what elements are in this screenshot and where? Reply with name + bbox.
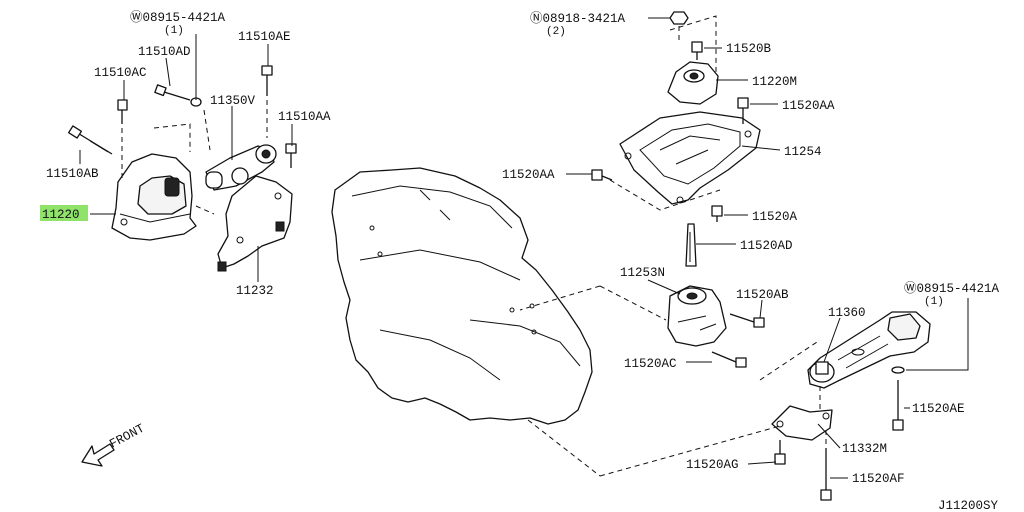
label-11360[interactable]: 11360 xyxy=(828,306,866,320)
label-w-08915-4421a-right[interactable]: Ⓦ08915-4421A xyxy=(904,281,1000,296)
label-11253n[interactable]: 11253N xyxy=(620,266,665,280)
label-11520ab[interactable]: 11520AB xyxy=(736,288,789,302)
label-n-08918-3421a[interactable]: Ⓝ08918-3421A xyxy=(530,11,626,26)
label-11510ad[interactable]: 11510AD xyxy=(138,45,191,59)
bolt-11510aa-left xyxy=(285,143,297,168)
label-11520ac[interactable]: 11520AC xyxy=(624,357,677,371)
bolt-11510ad xyxy=(154,84,202,107)
bolt-11520aa-top xyxy=(737,97,749,124)
label-n-08918-3421a-qty: (2) xyxy=(546,26,566,38)
bracket-11232 xyxy=(217,175,293,272)
diagram-code: J11200SY xyxy=(938,499,999,512)
bolt-11520a xyxy=(711,205,723,222)
label-11232[interactable]: 11232 xyxy=(236,284,274,298)
bolt-11520af xyxy=(820,448,832,501)
bolt-11520ae xyxy=(892,380,904,431)
label-11510ab[interactable]: 11510AB xyxy=(46,167,99,181)
part-labels: Ⓦ08915-4421A (1) 11510AD 11510AE 11510AC… xyxy=(42,10,1000,512)
label-w-08915-4421a-right-qty: (1) xyxy=(924,296,944,308)
label-11520aa-left[interactable]: 11520AA xyxy=(502,168,555,182)
bolt-11510ae xyxy=(261,65,273,96)
leader-lines xyxy=(79,17,969,479)
bolt-11520ag xyxy=(774,440,786,465)
bracket-11253n xyxy=(667,285,727,347)
torque-rod-11360 xyxy=(807,311,931,389)
label-11350v[interactable]: 11350V xyxy=(210,94,256,108)
bracket-11254 xyxy=(619,111,761,205)
label-11220[interactable]: 11220 xyxy=(42,208,80,222)
label-11520af[interactable]: 11520AF xyxy=(852,472,905,486)
stud-11520ad xyxy=(685,223,697,267)
front-arrow: FRONT xyxy=(81,421,147,467)
label-11520a[interactable]: 11520A xyxy=(752,210,798,224)
label-11510ac[interactable]: 11510AC xyxy=(94,66,147,80)
label-11520ae[interactable]: 11520AE xyxy=(912,402,965,416)
washer-08915 xyxy=(891,366,905,374)
bolt-11520b xyxy=(691,41,703,60)
bolt-11520ac xyxy=(711,351,747,368)
link-11350v xyxy=(205,144,277,191)
label-11510ae[interactable]: 11510AE xyxy=(238,30,291,44)
label-w-08915-4421a-top[interactable]: Ⓦ08915-4421A xyxy=(130,10,226,25)
label-11332m[interactable]: 11332M xyxy=(842,442,887,456)
bolt-11520ab xyxy=(729,313,765,328)
bracket-11332m xyxy=(771,405,833,441)
label-w-08915-4421a-top-qty: (1) xyxy=(164,25,184,37)
label-11510aa[interactable]: 11510AA xyxy=(278,110,331,124)
label-11520ag[interactable]: 11520AG xyxy=(686,458,739,472)
label-11220m[interactable]: 11220M xyxy=(752,75,797,89)
bolt-11510ab xyxy=(67,125,113,155)
bolt-11510ac xyxy=(117,99,128,124)
label-11520aa-top[interactable]: 11520AA xyxy=(782,99,835,113)
label-11520b[interactable]: 11520B xyxy=(726,42,772,56)
label-11254[interactable]: 11254 xyxy=(784,145,822,159)
insulator-11220m xyxy=(667,61,719,105)
front-label: FRONT xyxy=(107,421,147,451)
label-11520ad[interactable]: 11520AD xyxy=(740,239,793,253)
bolt-11520aa-left xyxy=(591,169,613,181)
mount-11220[interactable] xyxy=(111,153,197,241)
highlight-11220 xyxy=(40,205,88,221)
nut-08918-3421a xyxy=(669,11,689,25)
engine-block xyxy=(331,167,593,425)
